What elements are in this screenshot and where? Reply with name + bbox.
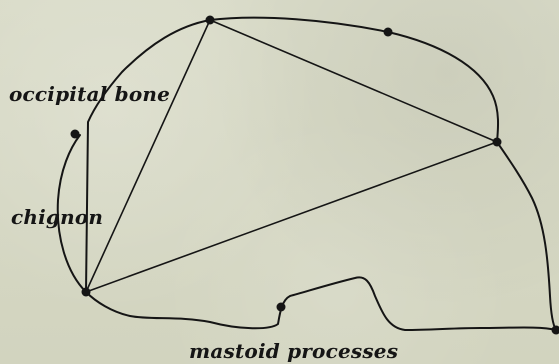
skull-outline (58, 18, 556, 330)
landmark-point-top (206, 16, 215, 25)
line-chignon-to-forehead (86, 142, 497, 292)
line-top-to-forehead (210, 20, 497, 142)
landmark-point-mastoid (277, 303, 286, 312)
landmark-point-crown (384, 28, 393, 37)
line-chignon-to-top (86, 20, 210, 292)
label-chignon: chignon (11, 205, 103, 229)
landmark-point-forehead (493, 138, 502, 147)
landmark-point-occipital (71, 130, 80, 139)
landmark-point-chignon (82, 288, 91, 297)
label-mastoid-processes: mastoid processes (189, 339, 398, 363)
label-occipital-bone: occipital bone (9, 82, 170, 106)
landmark-point-jaw (552, 326, 559, 335)
